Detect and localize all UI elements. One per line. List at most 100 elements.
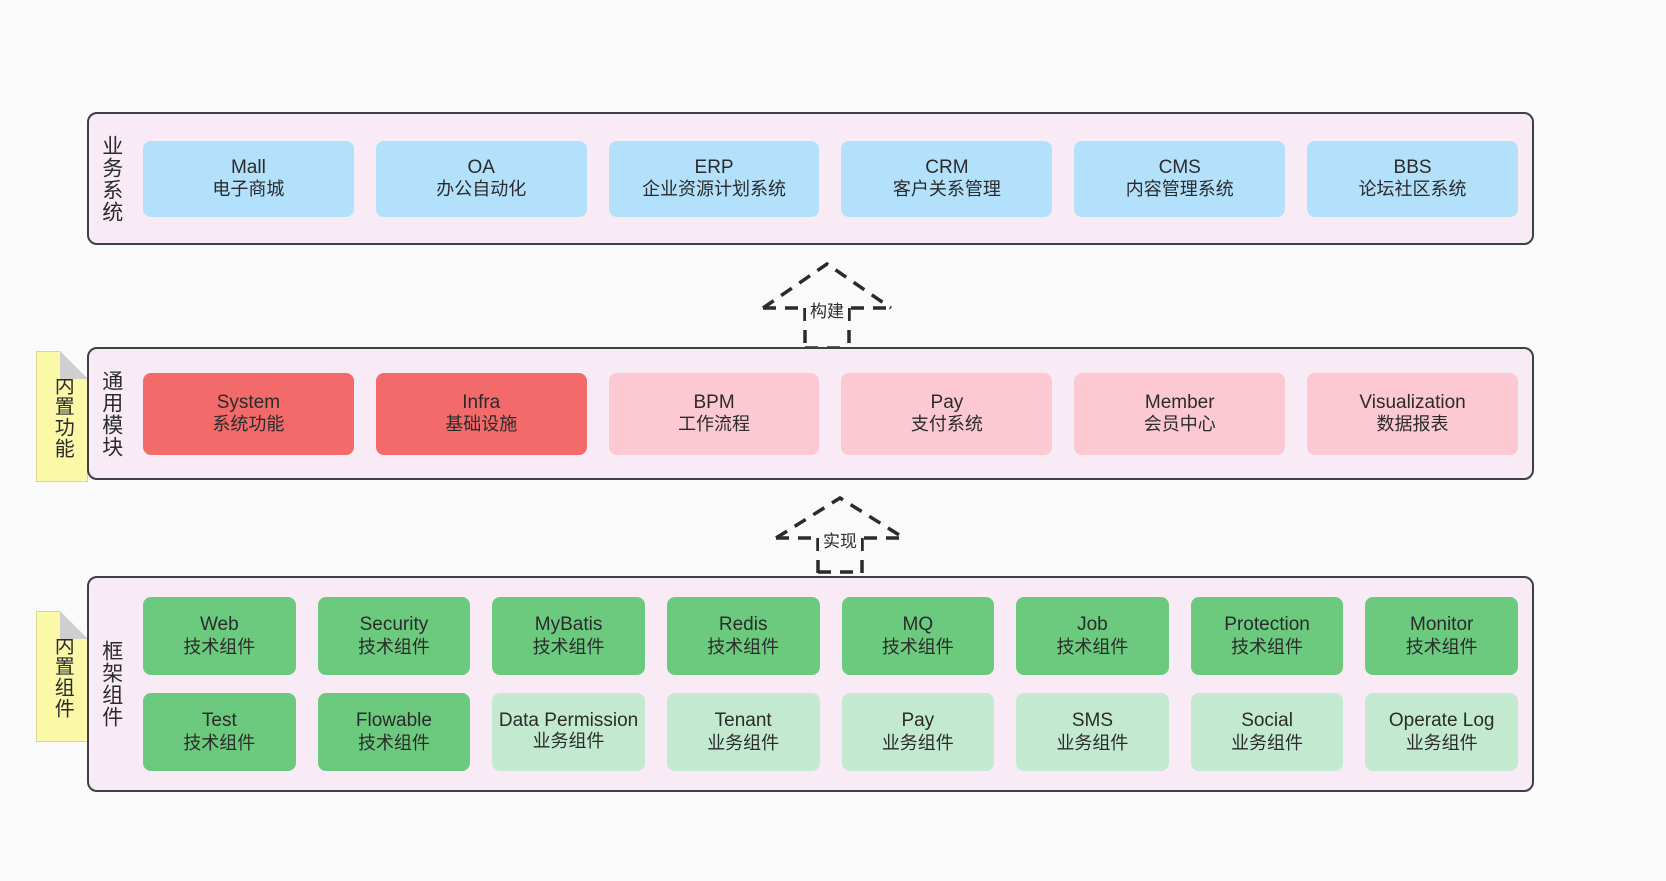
card-flowable[interactable]: Flowable 技术组件 <box>317 693 471 771</box>
card-title-en: ERP <box>694 156 734 178</box>
card-title-en: OA <box>467 156 495 178</box>
card-row: Web 技术组件 Security 技术组件 MyBatis 技术组件 Redi… <box>143 597 1518 675</box>
card-title-cn: 系统功能 <box>212 414 285 435</box>
card-title-cn: 技术组件 <box>183 732 256 753</box>
card-oa[interactable]: OA 办公自动化 <box>375 140 587 217</box>
layer-title-common-module: 通用模块 <box>99 369 123 458</box>
sticky-note-fold-icon <box>60 611 88 639</box>
card-title-en: Social <box>1241 710 1293 732</box>
card-title-cn: 技术组件 <box>357 636 430 657</box>
layer-body-common-module: System 系统功能 Infra 基础设施 BPM 工作流程 Pay 支付系统… <box>133 349 1532 478</box>
sticky-note-builtin-component[interactable]: 内置组件 <box>36 611 88 742</box>
card-title-en: Data Permission <box>498 709 639 731</box>
card-title-en: CMS <box>1158 156 1201 178</box>
card-title-en: MyBatis <box>534 614 603 636</box>
card-title-en: Job <box>1077 614 1108 636</box>
card-title-en: BPM <box>693 391 735 413</box>
card-title-cn: 技术组件 <box>881 636 954 657</box>
card-title-en: Tenant <box>714 710 772 732</box>
card-title-cn: 业务组件 <box>881 732 954 753</box>
card-title-cn: 技术组件 <box>707 636 780 657</box>
card-data-permission[interactable]: Data Permission 业务组件 <box>492 693 645 771</box>
card-security[interactable]: Security 技术组件 <box>317 597 471 675</box>
card-web[interactable]: Web 技术组件 <box>143 597 296 675</box>
layer-framework-component[interactable]: 框架组件 Web 技术组件 Security 技术组件 MyBatis 技术组件… <box>87 576 1534 792</box>
card-title-en: Pay <box>901 710 935 732</box>
card-monitor[interactable]: Monitor 技术组件 <box>1365 597 1518 675</box>
card-pay-component[interactable]: Pay 业务组件 <box>841 693 995 771</box>
card-title-en: Protection <box>1224 614 1310 636</box>
card-title-cn: 技术组件 <box>183 636 256 657</box>
card-operate-log[interactable]: Operate Log 业务组件 <box>1365 693 1518 771</box>
card-tenant[interactable]: Tenant 业务组件 <box>666 693 820 771</box>
card-title-en: Visualization <box>1359 391 1466 413</box>
card-title-en: Infra <box>462 391 501 413</box>
card-title-en: Security <box>359 614 429 636</box>
card-system[interactable]: System 系统功能 <box>143 372 354 455</box>
card-visualization[interactable]: Visualization 数据报表 <box>1307 372 1518 455</box>
card-erp[interactable]: ERP 企业资源计划系统 <box>608 140 820 217</box>
card-title-en: BBS <box>1393 156 1432 178</box>
layer-body-business-system: Mall 电子商城 OA 办公自动化 ERP 企业资源计划系统 CRM 客户关系… <box>133 114 1532 243</box>
card-title-cn: 业务组件 <box>1405 732 1478 753</box>
card-title-cn: 基础设施 <box>445 414 518 435</box>
card-protection[interactable]: Protection 技术组件 <box>1190 597 1344 675</box>
card-crm[interactable]: CRM 客户关系管理 <box>841 140 1053 217</box>
card-title-cn: 业务组件 <box>1056 732 1129 753</box>
sticky-note-fold-icon <box>60 351 88 379</box>
card-title-cn: 技术组件 <box>532 636 605 657</box>
card-title-en: SMS <box>1071 710 1114 732</box>
card-title-en: CRM <box>925 156 969 178</box>
card-bpm[interactable]: BPM 工作流程 <box>608 372 820 455</box>
card-title-cn: 会员中心 <box>1143 414 1216 435</box>
card-title-cn: 技术组件 <box>1231 636 1304 657</box>
card-mq[interactable]: MQ 技术组件 <box>841 597 995 675</box>
card-title-cn: 论坛社区系统 <box>1358 179 1467 200</box>
layer-title-business-system: 业务系统 <box>99 134 123 223</box>
layer-common-module[interactable]: 通用模块 System 系统功能 Infra 基础设施 BPM 工作流程 Pay… <box>87 347 1534 480</box>
layer-title-framework-component: 框架组件 <box>99 640 123 728</box>
layer-business-system[interactable]: 业务系统 Mall 电子商城 OA 办公自动化 ERP 企业资源计划系统 CRM… <box>87 112 1534 245</box>
card-row: Mall 电子商城 OA 办公自动化 ERP 企业资源计划系统 CRM 客户关系… <box>143 140 1518 217</box>
card-title-cn: 支付系统 <box>910 414 983 435</box>
card-title-en: Operate Log <box>1388 710 1495 732</box>
card-title-cn: 电子商城 <box>212 179 285 200</box>
sticky-note-label: 内置组件 <box>51 634 74 719</box>
card-bbs[interactable]: BBS 论坛社区系统 <box>1307 140 1518 217</box>
card-title-cn: 工作流程 <box>678 414 751 435</box>
card-title-en: Redis <box>718 614 768 636</box>
card-title-en: MQ <box>902 614 934 636</box>
card-title-cn: 业务组件 <box>532 731 605 752</box>
card-mall[interactable]: Mall 电子商城 <box>143 140 354 217</box>
card-mybatis[interactable]: MyBatis 技术组件 <box>492 597 645 675</box>
card-title-cn: 技术组件 <box>1405 636 1478 657</box>
card-job[interactable]: Job 技术组件 <box>1016 597 1169 675</box>
card-title-cn: 企业资源计划系统 <box>642 179 787 200</box>
implement-arrow: 实现 <box>770 492 930 574</box>
card-title-cn: 技术组件 <box>1056 636 1129 657</box>
card-redis[interactable]: Redis 技术组件 <box>666 597 820 675</box>
card-pay[interactable]: Pay 支付系统 <box>841 372 1053 455</box>
card-title-en: Web <box>199 614 239 636</box>
implement-arrow-label: 实现 <box>819 526 861 553</box>
card-title-en: Monitor <box>1410 614 1474 636</box>
card-title-en: Flowable <box>355 710 432 732</box>
layer-body-framework-component: Web 技术组件 Security 技术组件 MyBatis 技术组件 Redi… <box>133 578 1532 790</box>
card-member[interactable]: Member 会员中心 <box>1074 372 1286 455</box>
card-title-cn: 内容管理系统 <box>1125 179 1234 200</box>
card-title-cn: 业务组件 <box>707 732 780 753</box>
card-sms[interactable]: SMS 业务组件 <box>1016 693 1169 771</box>
card-title-en: Mall <box>230 156 266 178</box>
card-infra[interactable]: Infra 基础设施 <box>375 372 587 455</box>
card-title-cn: 技术组件 <box>357 732 430 753</box>
build-arrow-label: 构建 <box>806 296 848 323</box>
card-row: System 系统功能 Infra 基础设施 BPM 工作流程 Pay 支付系统… <box>143 372 1518 455</box>
card-cms[interactable]: CMS 内容管理系统 <box>1074 140 1286 217</box>
card-title-cn: 数据报表 <box>1376 414 1449 435</box>
card-row: Test 技术组件 Flowable 技术组件 Data Permission … <box>143 693 1518 771</box>
card-title-cn: 业务组件 <box>1231 732 1304 753</box>
card-title-cn: 客户关系管理 <box>892 179 1001 200</box>
card-social[interactable]: Social 业务组件 <box>1190 693 1344 771</box>
card-test[interactable]: Test 技术组件 <box>143 693 296 771</box>
